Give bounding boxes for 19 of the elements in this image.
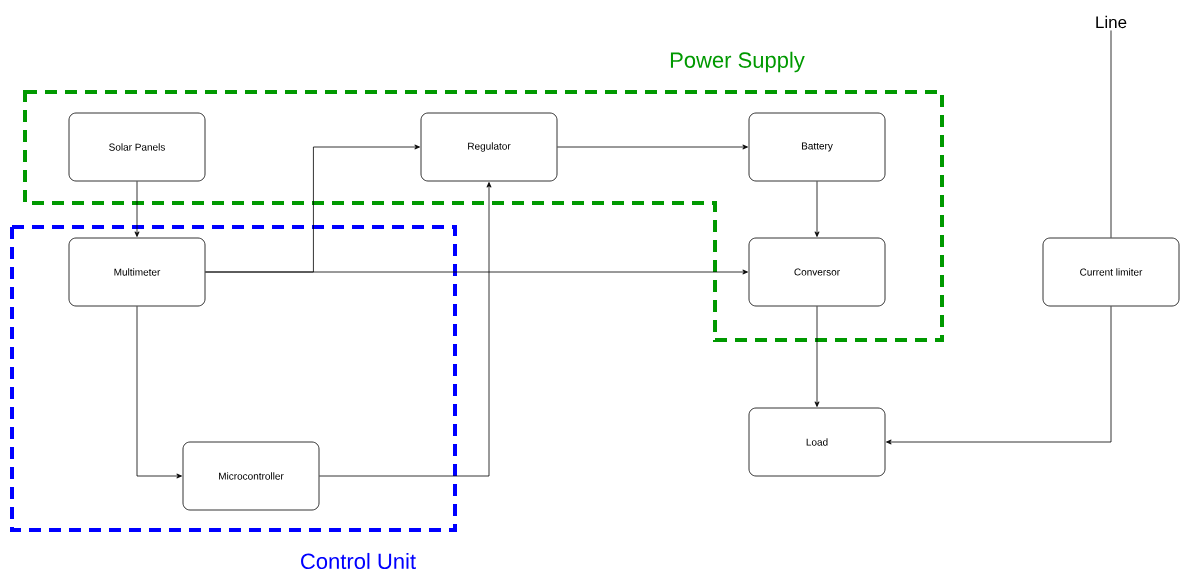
line-label: Line	[1096, 15, 1127, 29]
arrow	[205, 269, 748, 275]
group-title: Control Unit	[301, 552, 416, 570]
process-box: Current limiter	[1042, 237, 1180, 307]
arrow	[814, 181, 820, 237]
process-box: Solar Panels	[68, 112, 206, 182]
arrow	[814, 306, 820, 407]
arrow	[557, 144, 748, 150]
arrow	[136, 306, 182, 479]
process-box: Regulator	[420, 112, 558, 182]
arrow	[134, 181, 140, 237]
process-box: Load	[748, 407, 886, 477]
process-box: Battery	[748, 112, 886, 182]
process-box: Conversor	[748, 237, 886, 307]
arrow	[319, 182, 492, 477]
process-box: Microcontroller	[182, 441, 320, 511]
process-box: Multimeter	[68, 237, 206, 307]
arrow	[886, 306, 1112, 445]
group-title: Power Supply	[670, 51, 805, 73]
